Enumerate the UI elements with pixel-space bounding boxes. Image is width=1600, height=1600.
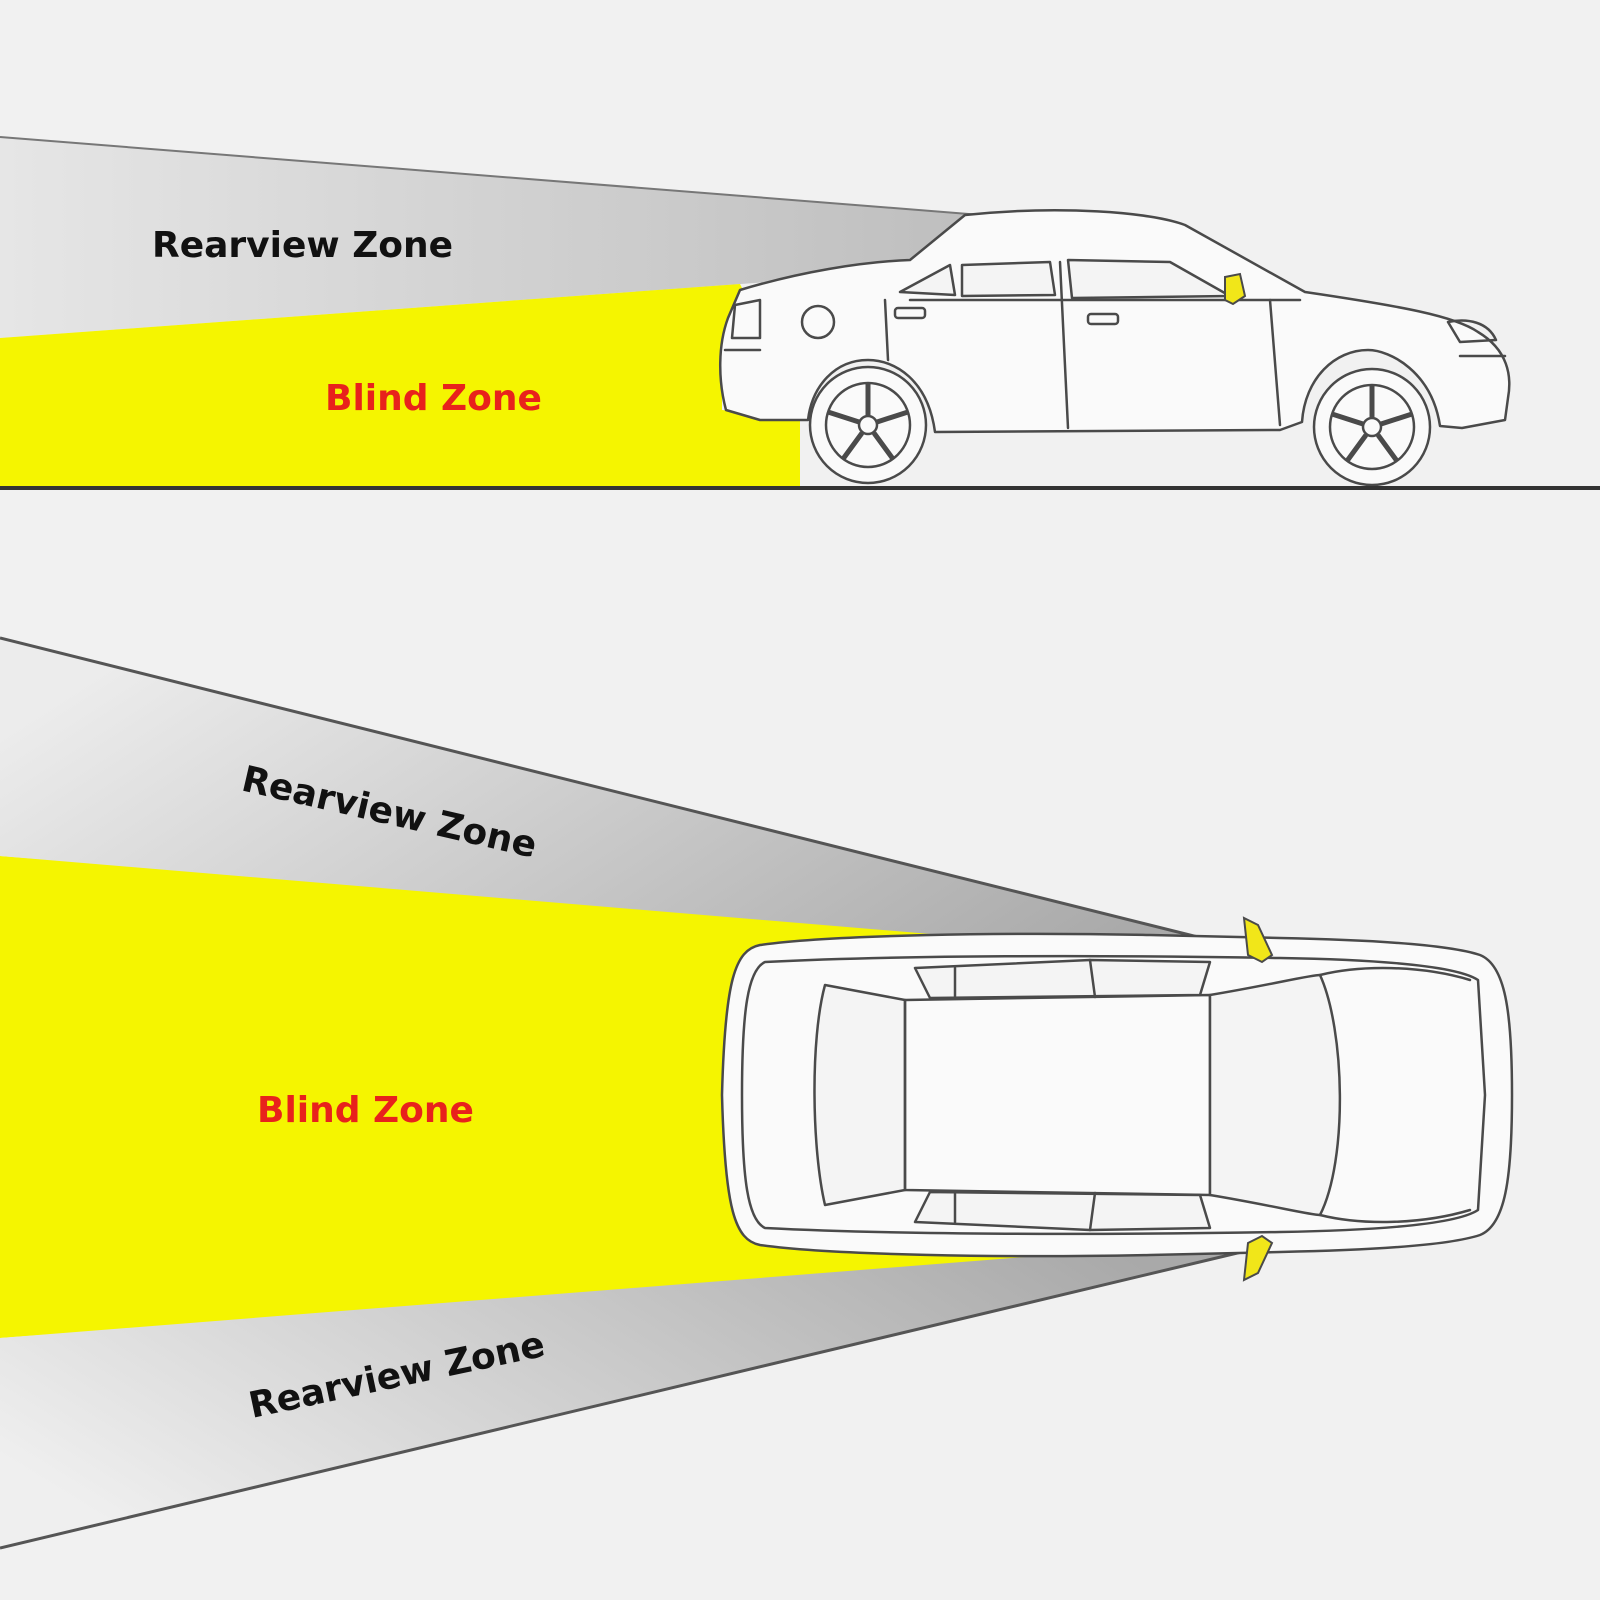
top-blind-label: Blind Zone bbox=[257, 1090, 474, 1131]
top-upper-pillar bbox=[1088, 958, 1097, 999]
side-headlight bbox=[1446, 319, 1498, 344]
top-upper-side-windows bbox=[913, 958, 1212, 1000]
side-fuel-cap bbox=[800, 304, 836, 340]
top-rearview-cone-lower bbox=[0, 1240, 1250, 1548]
top-lower-pillar bbox=[1088, 1191, 1097, 1232]
side-door-split bbox=[1058, 260, 1070, 430]
top-body-inner bbox=[740, 954, 1487, 1236]
top-hood-line-lower bbox=[1318, 1208, 1472, 1224]
side-rearview-label: Rearview Zone bbox=[152, 225, 453, 266]
side-rear-handle bbox=[893, 306, 927, 320]
side-blind-zone bbox=[0, 284, 800, 487]
side-rearview-cone bbox=[0, 137, 1195, 338]
top-windshield bbox=[1208, 973, 1342, 1217]
side-car-body bbox=[719, 209, 1511, 434]
side-blind-label: Blind Zone bbox=[325, 378, 542, 419]
top-rear-window bbox=[813, 983, 907, 1207]
side-front-door-edge bbox=[1268, 298, 1282, 427]
side-front-wheel bbox=[1312, 367, 1432, 487]
side-rear-door-edge bbox=[883, 298, 890, 362]
top-mirror-lower-icon bbox=[1242, 1234, 1274, 1282]
side-rear-window bbox=[898, 263, 957, 297]
side-taillight bbox=[730, 298, 762, 340]
side-middle-window bbox=[960, 260, 1057, 298]
top-view: Rearview Zone Blind Zone Rearview Zone bbox=[0, 636, 1514, 1550]
top-hood-line-upper bbox=[1318, 966, 1472, 982]
side-rear-wheel bbox=[808, 365, 928, 485]
side-car bbox=[719, 209, 1511, 434]
top-rearview-cone-upper bbox=[0, 638, 1250, 960]
side-view: Rearview Zone Blind Zone bbox=[0, 136, 1600, 490]
side-mirror-icon bbox=[1224, 272, 1247, 306]
top-cone-edge-upper bbox=[0, 636, 1251, 952]
top-mirror-upper-icon bbox=[1242, 916, 1274, 964]
top-car bbox=[720, 932, 1514, 1258]
top-lower-side-windows bbox=[913, 1190, 1212, 1232]
side-front-handle bbox=[1086, 312, 1120, 326]
top-cone-edge-lower bbox=[0, 1248, 1251, 1550]
